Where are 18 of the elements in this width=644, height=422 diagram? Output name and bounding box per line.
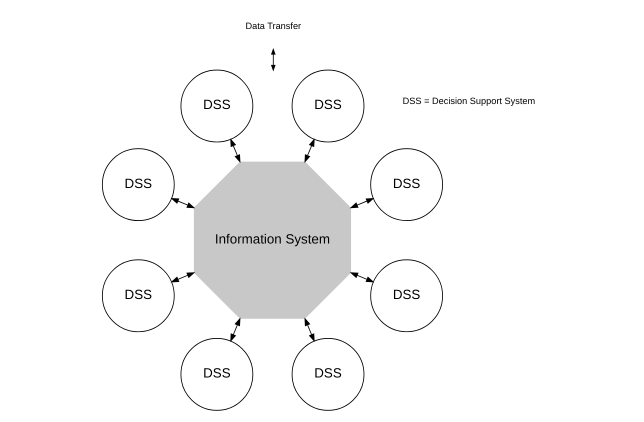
node-circle: DSS <box>370 148 443 221</box>
node-circle: DSS <box>180 338 254 411</box>
arrow <box>230 317 240 342</box>
node-circle: DSS <box>292 338 364 411</box>
arrow <box>304 138 315 163</box>
node-circle: DSS <box>180 70 254 142</box>
node-circle: DSS <box>102 148 175 221</box>
arrow <box>350 198 374 208</box>
arrow <box>230 138 240 163</box>
arrow <box>304 317 315 342</box>
arrow <box>170 198 196 208</box>
node-circle: DSS <box>102 259 175 332</box>
legend-label: Data Transfer <box>245 21 302 32</box>
arrow <box>170 272 196 282</box>
label: DSS = Decision Support System <box>402 96 536 106</box>
node-circle: DSS <box>370 259 443 332</box>
node-circle: DSS <box>292 70 364 142</box>
arrow <box>350 272 374 282</box>
